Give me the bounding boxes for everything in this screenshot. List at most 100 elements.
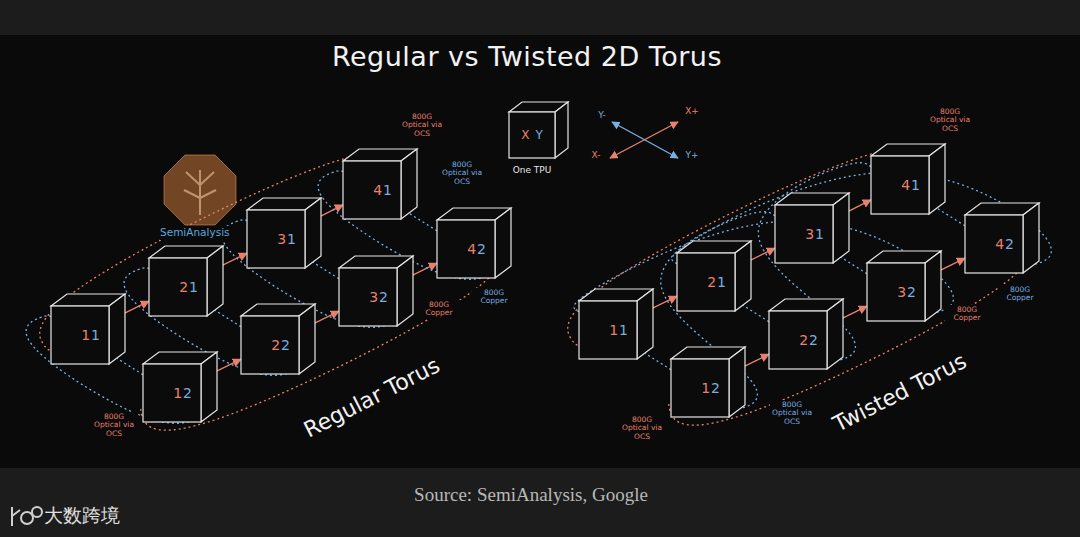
- y-coordinate: 1: [717, 275, 726, 289]
- link-spec: 800G Optical via OCS: [440, 160, 484, 187]
- x-coordinate: X: [521, 129, 529, 141]
- tpu-cube: 41: [871, 156, 929, 214]
- y-coordinate: 1: [383, 183, 392, 197]
- y-coordinate: 2: [477, 242, 486, 256]
- link-spec: 800G Optical via OCS: [400, 112, 444, 139]
- tpu-cube: 12: [671, 359, 729, 417]
- cube-outline: [965, 215, 1023, 273]
- cube-side: [929, 144, 945, 214]
- cube-outline: [677, 253, 735, 311]
- cube-outline: [671, 359, 729, 417]
- tpu-cube: 11: [579, 301, 637, 359]
- link-spec: 800G Optical via OCS: [620, 415, 664, 442]
- watermark: SemiAnalysis: [160, 226, 246, 240]
- x-coordinate: 1: [701, 381, 710, 395]
- cube-side: [201, 352, 217, 422]
- link-spec: 800G Optical via OCS: [92, 412, 136, 439]
- cube-outline: [241, 316, 299, 374]
- watermark-icon: [12, 507, 42, 526]
- y-coordinate: 1: [815, 227, 824, 241]
- cube-front: [51, 306, 109, 364]
- x-coordinate: 4: [467, 242, 476, 256]
- tpu-caption: One TPU: [513, 166, 552, 175]
- cube-side: [833, 193, 849, 263]
- cube-front: [509, 112, 555, 158]
- tpu-cube: 42: [965, 215, 1023, 273]
- cube-outline: [437, 220, 495, 278]
- panel-title: Regular Torus: [297, 352, 446, 444]
- cube-outline: [339, 268, 397, 326]
- cube-side: [637, 289, 653, 359]
- y-coordinate: 1: [189, 280, 198, 294]
- x-coordinate: 1: [173, 386, 182, 400]
- y-coordinate: 1: [911, 178, 920, 192]
- legend-cube: XYOne TPU: [509, 112, 555, 158]
- cube-front: [241, 316, 299, 374]
- cube-front: [143, 364, 201, 422]
- cube-outline: [143, 364, 201, 422]
- y-coordinate: 2: [809, 333, 818, 347]
- cube-outline: [775, 205, 833, 263]
- watermark: 大数跨境: [44, 505, 134, 526]
- cube-front: [437, 220, 495, 278]
- y-coordinate: Y: [535, 129, 542, 141]
- x-coordinate: 2: [707, 275, 716, 289]
- cube-front: [343, 161, 401, 219]
- tpu-cube: 22: [241, 316, 299, 374]
- y-coordinate: 2: [183, 386, 192, 400]
- x-coordinate: 2: [179, 280, 188, 294]
- y-coordinate: 2: [907, 285, 916, 299]
- cube-front: [677, 253, 735, 311]
- axis-label: Y-: [594, 110, 610, 122]
- x-coordinate: 3: [277, 232, 286, 246]
- tpu-cube: 31: [775, 205, 833, 263]
- tpu-cube: 42: [437, 220, 495, 278]
- cube-side: [495, 208, 511, 278]
- x-coordinate: 4: [373, 183, 382, 197]
- cube-side: [735, 241, 751, 311]
- x-coordinate: 1: [81, 328, 90, 342]
- y-coordinate: 2: [1005, 237, 1014, 251]
- diagram-panel: [0, 35, 1080, 468]
- axis-label: Y+: [684, 150, 700, 162]
- cube-front: [671, 359, 729, 417]
- cube-front: [965, 215, 1023, 273]
- cube-side: [729, 347, 745, 417]
- y-coordinate: 2: [281, 338, 290, 352]
- link-spec: 800G Copper: [417, 300, 461, 319]
- panel-title: Twisted Torus: [827, 348, 973, 439]
- link-spec: 800G Copper: [945, 305, 989, 324]
- y-coordinate: 1: [287, 232, 296, 246]
- cube-outline: [867, 263, 925, 321]
- cube-front: [769, 311, 827, 369]
- cube-outline: [769, 311, 827, 369]
- tpu-cube: 12: [143, 364, 201, 422]
- watermark-tree: [184, 170, 216, 215]
- link-spec: 800G Copper: [998, 285, 1042, 304]
- cube-side: [299, 304, 315, 374]
- x-coordinate: 1: [609, 323, 618, 337]
- cube-front: [579, 301, 637, 359]
- y-coordinate: 2: [711, 381, 720, 395]
- tpu-cube: 31: [247, 210, 305, 268]
- cube-outline: [247, 210, 305, 268]
- cube-side: [207, 246, 223, 316]
- y-axis-arrow: [612, 122, 678, 158]
- cube-side: [109, 294, 125, 364]
- diagram-title: Regular vs Twisted 2D Torus: [0, 42, 1054, 72]
- cube-front: [871, 156, 929, 214]
- link-spec: 800G Optical via OCS: [770, 400, 814, 427]
- link-spec: 800G Copper: [472, 288, 516, 307]
- cube-front: [149, 258, 207, 316]
- cube-front: [867, 263, 925, 321]
- source-caption: Source: SemiAnalysis, Google: [0, 485, 1062, 506]
- tpu-cube: 21: [677, 253, 735, 311]
- cube-front: [775, 205, 833, 263]
- cube-side: [397, 256, 413, 326]
- cube-outline: [579, 301, 637, 359]
- x-coordinate: 3: [369, 290, 378, 304]
- x-coordinate: 3: [805, 227, 814, 241]
- cube-outline: [871, 156, 929, 214]
- cube-side: [555, 102, 568, 158]
